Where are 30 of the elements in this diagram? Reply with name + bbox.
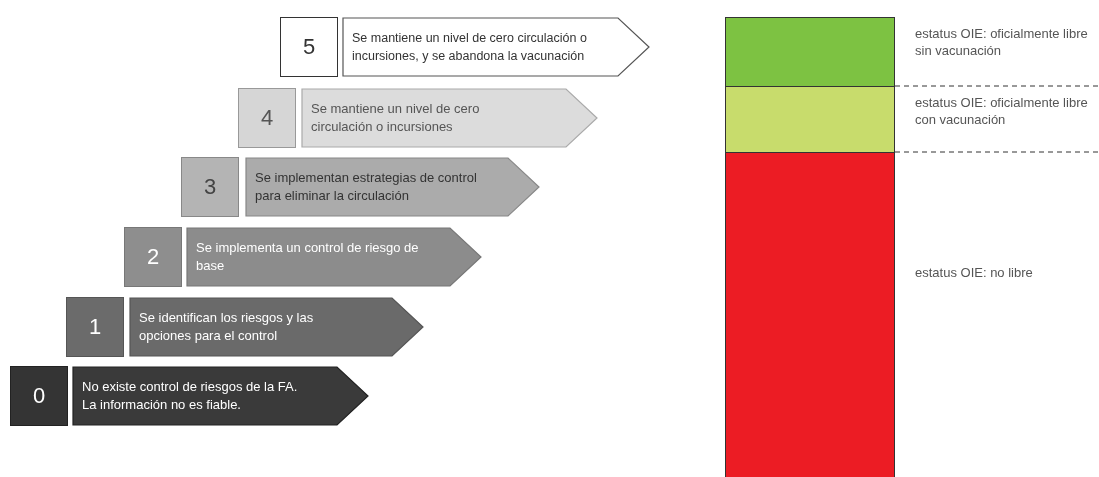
step-text: No existe control de riesgos de la FA. La información no es fiable. <box>81 378 299 414</box>
step-text: Se implementa un control de riesgo de base <box>195 239 420 275</box>
status-label: estatus OIE: no libre <box>915 264 1034 281</box>
level-box <box>10 366 68 426</box>
level-number: 2 <box>146 244 160 270</box>
status-bar-segment <box>725 86 895 153</box>
status-label: estatus OIE: oficialmente libre sin vacunación <box>915 25 1089 59</box>
step-text: Se mantiene un nivel de cero circulación o incursiones <box>310 100 481 136</box>
status-bar-segment <box>725 152 895 477</box>
step-banner <box>72 366 369 426</box>
step-banner <box>129 297 424 357</box>
level-box <box>280 17 338 77</box>
level-number: 1 <box>88 314 102 340</box>
status-bar-segment <box>725 17 895 87</box>
level-box <box>238 88 296 148</box>
level-box <box>66 297 124 357</box>
step-text: Se mantiene un nivel de cero circulación o incursiones, y se abandona la vacunación <box>351 30 588 65</box>
level-number: 0 <box>32 383 46 409</box>
level-number: 5 <box>302 34 316 60</box>
level-number: 4 <box>260 105 274 131</box>
step-banner <box>342 17 650 77</box>
step-text: Se implementan estrategias de control para eliminar la circulación <box>254 169 478 205</box>
level-number: 3 <box>203 174 217 200</box>
step-banner <box>186 227 482 287</box>
step-text: Se identifican los riesgos y las opciones para el control <box>138 309 315 345</box>
step-banner <box>301 88 598 148</box>
status-label: estatus OIE: oficialmente libre con vacunación <box>915 94 1089 128</box>
level-box <box>124 227 182 287</box>
level-box <box>181 157 239 217</box>
step-banner <box>245 157 540 217</box>
